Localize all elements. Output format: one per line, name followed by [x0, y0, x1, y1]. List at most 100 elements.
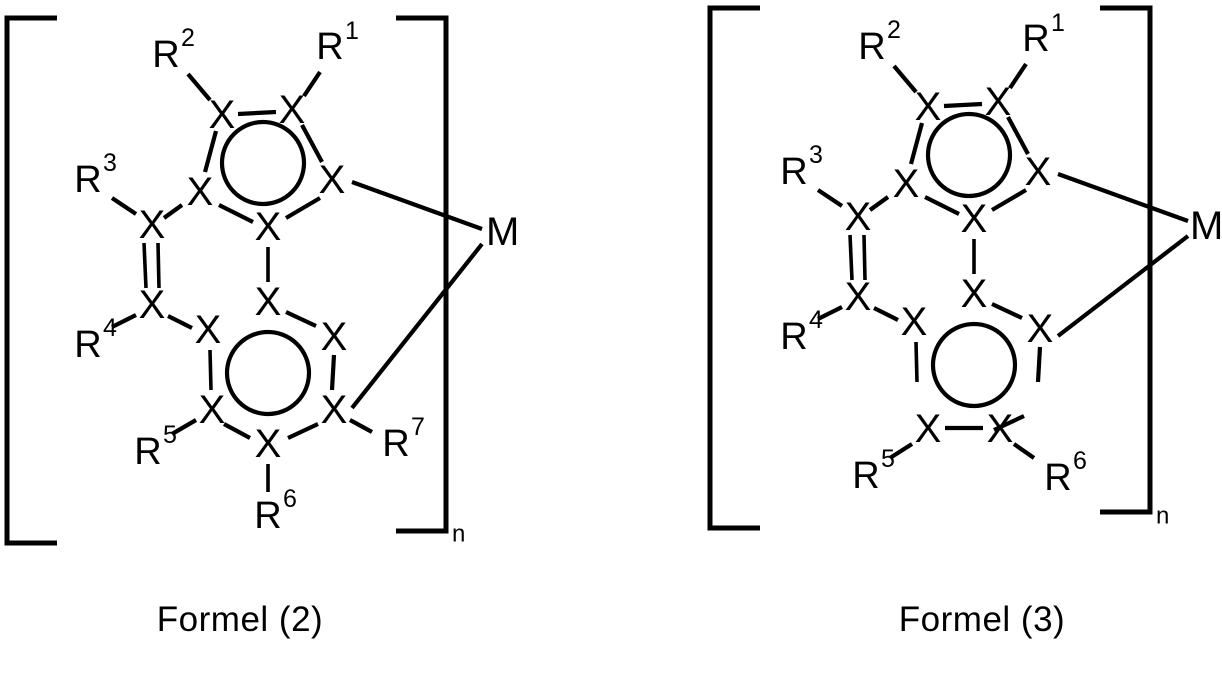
formula-2-caption: Formel (2) [156, 600, 324, 639]
bond-lower-left [914, 341, 919, 383]
substituent-r2-base: R [152, 34, 179, 76]
aromatic-circle-lower [930, 321, 1018, 409]
substituent-r7-superscript: 7 [411, 413, 425, 441]
ring-atom-x: X [1025, 150, 1052, 194]
bond-to-r1 [302, 70, 322, 98]
ring-atom-x: X [187, 170, 214, 214]
bond-to-r2 [892, 64, 918, 94]
substituent-r2-base: R [858, 26, 885, 68]
bond-to-r4 [111, 313, 137, 329]
substituent-r1-superscript: 1 [1051, 9, 1065, 37]
bond-to-r5 [170, 418, 198, 436]
bond-upper-bottomright [284, 196, 322, 220]
ring-atom-x: X [279, 88, 306, 132]
bond-upper-bottomleft [218, 203, 254, 224]
bond-middle-lowerleft [167, 314, 193, 330]
bond-lower-right [329, 354, 337, 391]
substituent-r4-base: R [74, 324, 101, 366]
ring-atom-x: X [209, 93, 236, 137]
ring-atom-x: X [915, 407, 942, 451]
substituent-r6-superscript: 6 [1073, 447, 1087, 475]
bond-to-r5 [888, 442, 914, 460]
substituent-r6-base: R [254, 495, 281, 537]
ring-atom-x: X [985, 80, 1012, 124]
bond-middle-left-double-b [156, 242, 161, 289]
ring-atom-x: X [255, 205, 282, 249]
aromatic-circle-lower [224, 329, 312, 417]
formula-3-structure: n X X X X X R 1 R 2 [707, 5, 1222, 531]
substituent-r1-base: R [1022, 18, 1049, 60]
left-bracket [4, 15, 57, 546]
bond-upper-bottomright [990, 188, 1028, 212]
bond-to-metal-upper [1057, 172, 1189, 223]
aromatic-circle-upper [219, 119, 307, 207]
bond-upper-bottomleft [924, 195, 960, 216]
bond-lower-right [1035, 346, 1043, 383]
bond-middle-left-double-b [862, 234, 867, 281]
ring-atom-x: X [1027, 307, 1054, 351]
bond-middle-left-double-a [142, 242, 148, 289]
ring-atom-x: X [255, 280, 282, 324]
ring-atom-x: X [987, 407, 1014, 451]
formula-3-block: n X X X X X R 1 R 2 [602, 0, 1222, 674]
ring-atom-x: X [915, 85, 942, 129]
bond-upper-left [908, 122, 925, 165]
formula-3-caption: Formel (3) [898, 600, 1066, 639]
bond-middle-upperleft [868, 195, 890, 212]
bond-lower-bottomright [993, 414, 1025, 432]
bond-middle-lowerleft [873, 306, 899, 322]
right-bracket [1100, 5, 1153, 515]
bracket-subscript-n: n [452, 521, 465, 548]
substituent-r4-superscript: 4 [809, 306, 823, 334]
substituent-r4-superscript: 4 [103, 314, 117, 342]
substituent-r1-superscript: 1 [345, 17, 359, 45]
bond-lower-topright [991, 302, 1023, 320]
substituent-r2-superscript: 2 [887, 16, 901, 44]
bond-to-r6 [1012, 442, 1036, 460]
ring-atom-x: X [319, 158, 346, 202]
ring-atom-x: X [321, 315, 348, 359]
ring-atom-x: X [893, 162, 920, 206]
bond-lower-bottomleft [223, 422, 251, 440]
bond-upper-top [237, 109, 277, 117]
substituent-r4-base: R [780, 316, 807, 358]
bond-to-r3 [110, 196, 138, 216]
substituent-r6-base: R [1044, 457, 1071, 499]
bond-to-r1 [1008, 62, 1028, 90]
substituent-r5-base: R [852, 455, 879, 497]
bond-lower-bottomright [287, 422, 319, 440]
ring-atom-x: X [961, 197, 988, 241]
bond-to-r3 [816, 188, 844, 208]
substituent-r5-superscript: 5 [881, 445, 895, 473]
bond-upper-topright [300, 124, 324, 163]
ring-atom-x: X [195, 308, 222, 352]
ring-atom-x: X [845, 275, 872, 319]
bond-to-r4 [817, 305, 843, 321]
bond-upper-top [943, 101, 983, 109]
ring-atom-x: X [255, 422, 282, 466]
ring-atom-x: X [961, 272, 988, 316]
substituent-r3-superscript: 3 [103, 149, 117, 177]
ring-atom-x: X [901, 300, 928, 344]
substituent-r2-superscript: 2 [181, 24, 195, 52]
bond-lower-topright [285, 310, 317, 328]
bond-to-metal-lower [350, 242, 484, 410]
substituent-r1-base: R [316, 26, 343, 68]
right-bracket [396, 15, 449, 534]
formula-2-block: n X X X X X R 1 R 2 [4, 15, 519, 639]
aromatic-circle-upper [925, 111, 1013, 199]
metal-label-m: M [1190, 204, 1222, 248]
ring-atom-x: X [199, 388, 226, 432]
substituent-r6-superscript: 6 [283, 485, 297, 513]
formula-2-structure: n X X X X X R 1 R 2 [4, 15, 519, 548]
bond-upper-left [202, 130, 219, 173]
substituent-r3-base: R [74, 159, 101, 201]
bond-lower-left [208, 349, 213, 391]
substituent-r5-base: R [134, 431, 161, 473]
bond-middle-upperleft [162, 203, 184, 220]
bond-upper-topright [1006, 116, 1030, 155]
bond-to-metal-upper [351, 180, 483, 231]
metal-label-m: M [486, 210, 519, 254]
substituent-r3-superscript: 3 [809, 141, 823, 169]
